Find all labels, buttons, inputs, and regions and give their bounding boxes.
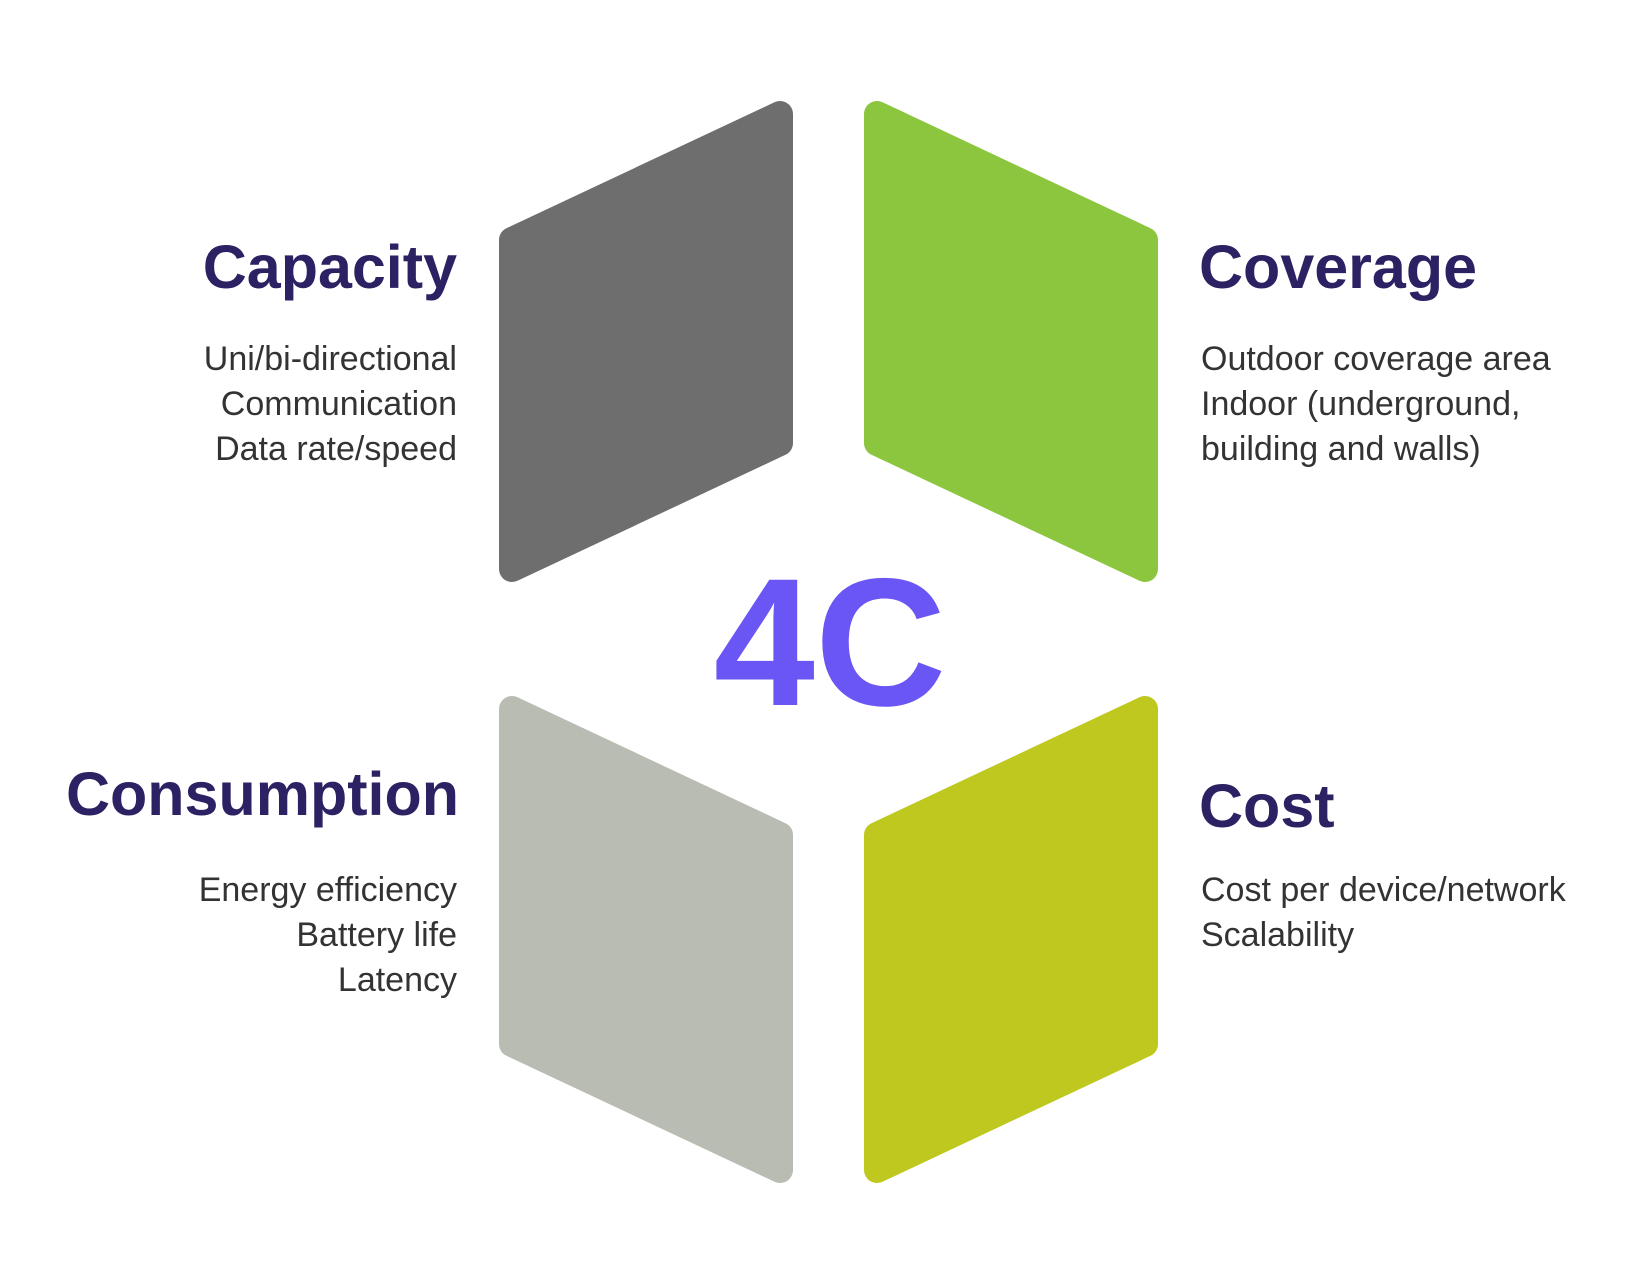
cost-line: Scalability	[1201, 916, 1354, 954]
coverage-panel	[864, 101, 1158, 582]
consumption-line: Energy efficiency	[199, 871, 457, 909]
consumption-line: Battery life	[296, 916, 457, 954]
capacity-line: Data rate/speed	[215, 430, 457, 468]
cost-line: Cost per device/network	[1201, 871, 1567, 909]
capacity-line: Uni/bi-directional	[204, 340, 457, 378]
consumption-line: Latency	[338, 961, 457, 999]
coverage-line: Outdoor coverage area	[1201, 340, 1551, 378]
consumption-panel	[499, 696, 793, 1183]
consumption-title: Consumption	[66, 760, 459, 828]
cost-panel	[864, 696, 1158, 1183]
capacity-panel	[499, 101, 793, 582]
center-label: 4C	[714, 540, 947, 744]
cost-title: Cost	[1199, 772, 1335, 840]
coverage-line: building and walls)	[1201, 430, 1481, 468]
coverage-title: Coverage	[1199, 233, 1477, 301]
coverage-line: Indoor (underground,	[1201, 385, 1520, 423]
capacity-title: Capacity	[203, 233, 457, 301]
capacity-line: Communication	[221, 385, 457, 423]
